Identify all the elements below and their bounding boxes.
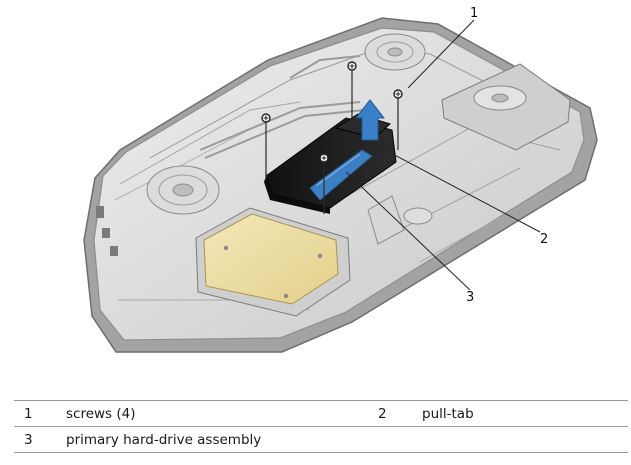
bracket bbox=[367, 195, 433, 245]
legend-label: screws (4) bbox=[66, 405, 136, 422]
legend-number: 2 bbox=[378, 405, 387, 422]
screw-icon[interactable] bbox=[347, 61, 357, 126]
screw-icon[interactable] bbox=[393, 89, 403, 150]
pull-tab[interactable] bbox=[309, 149, 373, 201]
legend-label: pull-tab bbox=[422, 405, 474, 422]
callout-number-1: 1 bbox=[470, 6, 478, 21]
heat-pipes bbox=[199, 55, 366, 159]
legend-number: 1 bbox=[24, 405, 33, 422]
legend-row: 3 primary hard-drive assembly bbox=[14, 426, 628, 453]
legend-number: 3 bbox=[24, 431, 33, 448]
laptop-base-drawing: 1 2 3 bbox=[83, 6, 598, 353]
secondary-hard-drive bbox=[195, 207, 351, 317]
screws bbox=[261, 61, 403, 214]
screw-icon[interactable] bbox=[319, 153, 329, 214]
callout-number-2: 2 bbox=[540, 232, 548, 247]
callout-leaders bbox=[345, 19, 541, 291]
screw-icon[interactable] bbox=[261, 113, 271, 180]
callout-legend-table: 1 screws (4) 2 pull-tab 3 primary hard-d… bbox=[14, 400, 628, 453]
laptop-illustration: 1 2 3 bbox=[83, 6, 598, 353]
optical-drive bbox=[441, 63, 571, 151]
lift-arrow-icon bbox=[354, 99, 386, 141]
fan-left bbox=[146, 165, 220, 215]
legend-row: 1 screws (4) 2 pull-tab bbox=[14, 400, 628, 427]
fan-top bbox=[364, 33, 426, 71]
callout-number-3: 3 bbox=[466, 290, 474, 305]
legend-label: primary hard-drive assembly bbox=[66, 431, 262, 448]
